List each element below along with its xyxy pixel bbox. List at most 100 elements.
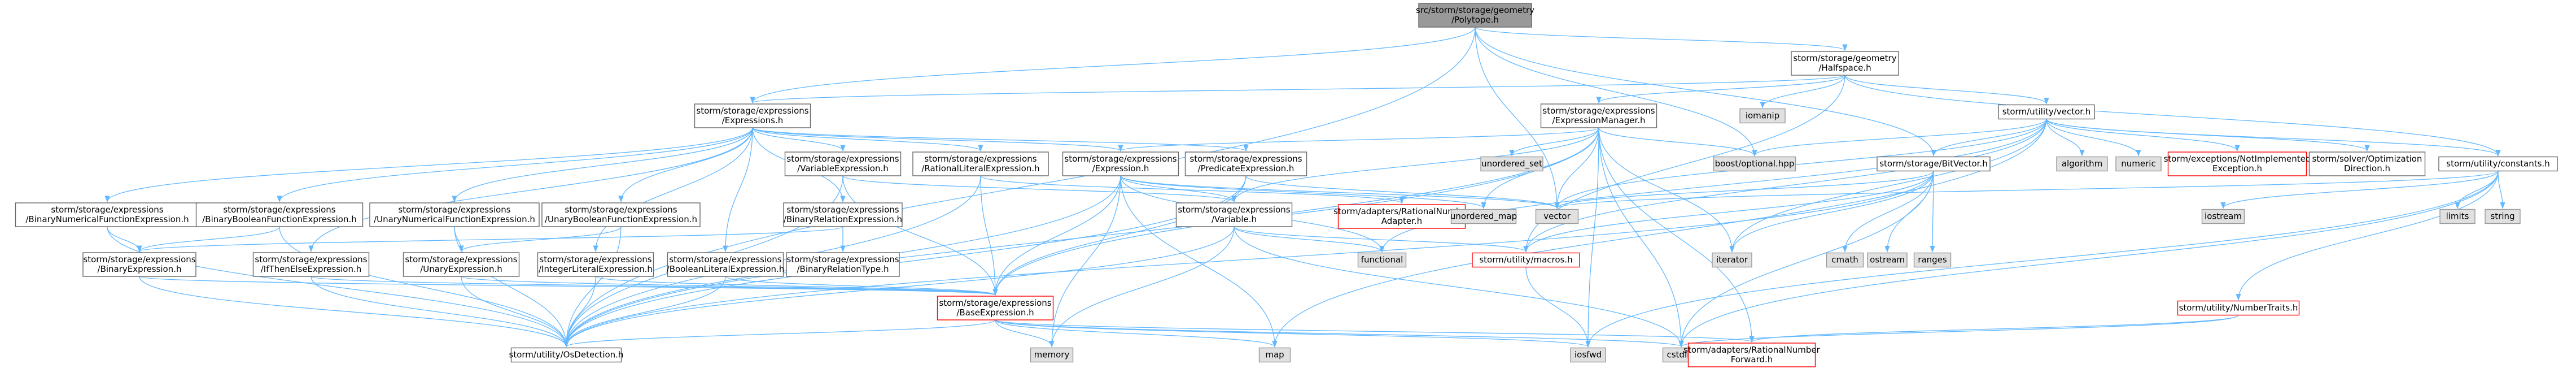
node-box	[403, 252, 520, 277]
edge-base_expression-to-os_detection	[563, 319, 996, 348]
node-box	[912, 151, 1049, 176]
edge-expression_h-to-base_expression	[992, 175, 1121, 296]
node-string: string	[2485, 209, 2521, 224]
node-binary-numerical-fn[interactable]: storm/storage/expressions/BinaryNumerica…	[15, 202, 200, 227]
edge-variable_expression-to-base_expression	[842, 175, 998, 296]
edge-expression_manager-to-base_expression	[992, 127, 1599, 296]
edge-predicate_expression-to-base_expression	[992, 175, 1247, 296]
node-expression-h[interactable]: storm/storage/expressions/Expression.h	[1062, 151, 1179, 176]
edge-expressions-to-integer_literal	[593, 127, 753, 253]
edge-variable_expression-to-variable_h	[842, 175, 1237, 203]
node-memory: memory	[1030, 347, 1074, 363]
node-predicate-expression[interactable]: storm/storage/expressions/PredicateExpre…	[1184, 151, 1307, 176]
node-unary-expression[interactable]: storm/storage/expressions/UnaryExpressio…	[403, 252, 520, 277]
node-halfspace[interactable]: storm/storage/geometry/Halfspace.h	[1791, 51, 1899, 76]
node-label-line: storm/storage/expressions	[539, 254, 651, 265]
edge-binary_expression-to-base_expression	[139, 276, 998, 296]
dependency-edges	[104, 27, 2505, 348]
node-numeric: numeric	[2115, 156, 2162, 172]
edge-vector_h-to-functional	[1379, 119, 2047, 253]
node-box	[1713, 156, 1796, 172]
node-box	[1337, 204, 1466, 229]
node-binary-expression[interactable]: storm/storage/expressions/BinaryExpressi…	[82, 252, 196, 277]
edge-macros-to-iosfwd	[1525, 267, 1591, 348]
edge-expression_manager-to-expression_h	[1118, 127, 1599, 152]
node-variable-expression[interactable]: storm/storage/expressions/VariableExpres…	[784, 151, 902, 176]
node-binary-relation[interactable]: storm/storage/expressions/BinaryRelation…	[783, 202, 903, 227]
node-label-line: storm/utility/vector.h	[2002, 107, 2091, 117]
edge-expressions-to-unary_numerical_fn	[452, 127, 753, 203]
node-unary-boolean-fn[interactable]: storm/storage/expressions/UnaryBooleanFu…	[541, 202, 701, 227]
edge-bitvector-to-cmath	[1842, 171, 1934, 253]
edge-polytope-to-boost_optional	[1475, 27, 1757, 157]
node-box	[2177, 300, 2300, 316]
node-not-implemented[interactable]: storm/exceptions/NotImplementedException…	[2164, 151, 2311, 176]
node-label-line: /BaseExpression.h	[956, 307, 1034, 318]
node-box	[1998, 104, 2095, 120]
edge-halfspace-to-vector_h	[1844, 75, 2049, 105]
node-box	[784, 151, 902, 176]
edge-constants-to-cstdint	[1678, 171, 2499, 348]
edge-expression_manager-to-rational_number_forward	[1598, 127, 1755, 343]
node-box	[667, 252, 784, 277]
node-label-line: iterator	[1716, 255, 1748, 265]
node-label-line: storm/storage/expressions	[1064, 154, 1177, 164]
node-box	[1570, 347, 1606, 363]
node-label-line: storm/exceptions/NotImplemented	[2164, 154, 2311, 164]
node-ite-expression[interactable]: storm/storage/expressions/IfThenElseExpr…	[252, 252, 370, 277]
edge-variable_h-to-os_detection	[563, 226, 1235, 348]
node-box	[15, 202, 200, 227]
node-box	[1712, 252, 1752, 268]
node-box	[1030, 347, 1074, 363]
edge-expressions-to-unary_boolean_fn	[618, 127, 753, 203]
node-box	[1258, 347, 1291, 363]
node-expression-manager[interactable]: storm/storage/expressions/ExpressionMana…	[1540, 103, 1657, 128]
node-base-expression[interactable]: storm/storage/expressions/BaseExpression…	[937, 296, 1054, 320]
node-polytope[interactable]: src/storm/storage/geometry/Polytope.h	[1416, 3, 1534, 28]
node-iterator: iterator	[1712, 252, 1752, 268]
node-label-line: /UnaryExpression.h	[420, 264, 502, 274]
node-os-detection[interactable]: storm/utility/OsDetection.h	[509, 347, 624, 363]
node-constants[interactable]: storm/utility/constants.h	[2438, 156, 2558, 172]
node-macros[interactable]: storm/utility/macros.h	[1472, 252, 1580, 268]
node-binary-boolean-fn[interactable]: storm/storage/expressions/BinaryBooleanF…	[195, 202, 364, 227]
node-number-traits[interactable]: storm/utility/NumberTraits.h	[2177, 300, 2300, 316]
node-bitvector[interactable]: storm/storage/BitVector.h	[1877, 156, 1991, 172]
node-label-line: /BinaryNumericalFunctionExpression.h	[25, 214, 189, 224]
node-vector-h[interactable]: storm/utility/vector.h	[1998, 104, 2095, 120]
node-label-line: storm/storage/expressions	[696, 106, 808, 116]
edge-vector_h-to-constants	[2046, 118, 2501, 157]
node-box	[82, 252, 196, 277]
node-label-line: unordered_set	[1481, 159, 1542, 170]
edge-constants-to-limits	[2455, 171, 2499, 209]
edge-variable_h-to-macros	[1234, 226, 1529, 253]
node-label-line: Direction.h	[2344, 163, 2390, 174]
edge-bitvector-to-macros	[1523, 171, 1934, 253]
node-label-line: storm/storage/expressions	[398, 205, 510, 215]
node-label-line: /Polytope.h	[1451, 15, 1499, 25]
edge-expression_h-to-map	[1120, 175, 1278, 348]
node-map: map	[1258, 347, 1291, 363]
node-label-line: storm/adapters/RationalNumber	[1333, 206, 1470, 216]
edge-polytope-to-expressions	[750, 27, 1476, 104]
node-integer-literal[interactable]: storm/storage/expressions/IntegerLiteral…	[537, 252, 654, 277]
edge-vector_h-to-algorithm	[2046, 119, 2085, 157]
node-unary-numerical-fn[interactable]: storm/storage/expressions/UnaryNumerical…	[369, 202, 540, 227]
node-rational-literal[interactable]: storm/storage/expressions/RationalLitera…	[912, 151, 1049, 176]
edge-binary_relation-to-binary_expression	[137, 226, 843, 253]
edge-vector_h-to-macros	[1523, 119, 2047, 253]
node-boolean-literal[interactable]: storm/storage/expressions/BooleanLiteral…	[667, 252, 785, 277]
edge-expressions-to-rational_literal	[752, 127, 983, 152]
node-box	[694, 103, 811, 128]
node-expressions[interactable]: storm/storage/expressions/Expressions.h	[694, 103, 811, 128]
node-variable-h[interactable]: storm/storage/expressions/Variable.h	[1175, 202, 1293, 227]
node-label-line: storm/storage/expressions	[405, 254, 517, 265]
node-binary-relation-type[interactable]: storm/storage/expressions/BinaryRelation…	[786, 252, 900, 277]
edge-halfspace-to-iomanip	[1760, 75, 1845, 109]
node-label-line: /Expressions.h	[722, 115, 784, 125]
node-label-line: Exception.h	[2212, 163, 2262, 174]
edge-expression_manager-to-boost_optional	[1598, 127, 1757, 157]
